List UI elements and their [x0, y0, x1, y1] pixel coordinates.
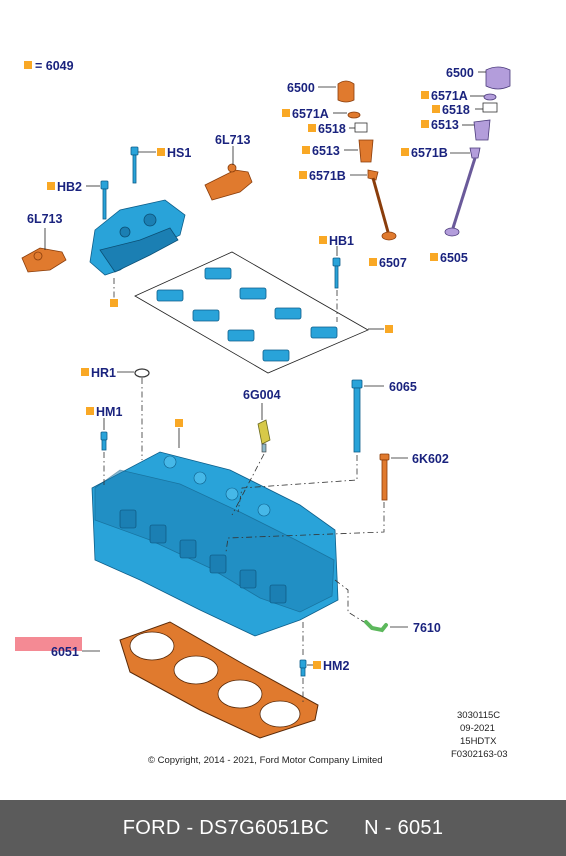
label-6507: 6507 [379, 256, 407, 270]
marker-head [175, 419, 183, 427]
footer-bar: FORD - DS7G6051BC N - 6051 [0, 800, 566, 856]
stud-6k602 [379, 453, 390, 501]
label-hb1: HB1 [329, 234, 354, 248]
camshaft-carrier [89, 199, 186, 276]
label-7610: 7610 [413, 621, 441, 635]
label-hm1: HM1 [96, 405, 122, 419]
legend-marker [24, 61, 32, 69]
footer-spacer [329, 817, 364, 840]
meta-line-4: F0302163-03 [451, 749, 508, 760]
hm1-dowel [100, 431, 108, 451]
hb2-bolt [100, 180, 109, 220]
head-bolt-6065 [351, 379, 363, 453]
valve-train-left [337, 80, 397, 241]
exploded-parts-diagram: = 6049 HS1 6L713 HB2 6L713 [15, 59, 511, 766]
hr1-oring [134, 368, 150, 378]
label-6571b-left: 6571B [309, 169, 346, 183]
marker-carrier [110, 299, 118, 307]
meta-line-3: 15HDTX [460, 736, 497, 747]
label-6051: 6051 [51, 645, 79, 659]
copyright: © Copyright, 2014 - 2021, Ford Motor Com… [148, 755, 383, 766]
label-6571a-left: 6571A [292, 107, 329, 121]
label-6513-left: 6513 [312, 144, 340, 158]
label-6505: 6505 [440, 251, 468, 265]
label-hb2: HB2 [57, 180, 82, 194]
meta-line-1: 3030115C [457, 710, 500, 721]
label-6571b-right: 6571B [411, 146, 448, 160]
label-6065: 6065 [389, 380, 417, 394]
label-6g004: 6G004 [243, 388, 281, 402]
meta-line-2: 09-2021 [460, 723, 495, 734]
hb1-bolt [332, 257, 341, 289]
hm2-dowel [299, 659, 307, 677]
head-gasket-6051 [119, 621, 319, 739]
label-6513-right: 6513 [431, 118, 459, 132]
label-6518-left: 6518 [318, 122, 346, 136]
footer-ref: N - 6051 [364, 816, 444, 839]
label-6518-right: 6518 [442, 103, 470, 117]
label-6571a-right: 6571A [431, 89, 468, 103]
legend-text: = 6049 [35, 59, 74, 73]
highlight-6051 [15, 637, 82, 651]
label-6500-right: 6500 [446, 66, 474, 80]
footer-brand-part: FORD - DS7G6051BC [122, 816, 330, 839]
solenoid-6l713-left [21, 247, 67, 273]
label-6l713-right: 6L713 [215, 133, 250, 147]
bearing-caps-group [134, 251, 369, 374]
label-hm2: HM2 [323, 659, 349, 673]
solenoid-6l713-right [204, 163, 253, 201]
marker-caps [385, 325, 393, 333]
label-hs1: HS1 [167, 146, 191, 160]
cylinder-head [91, 451, 339, 637]
tube-7610 [364, 620, 388, 633]
label-6500-left: 6500 [287, 81, 315, 95]
label-6l713-left: 6L713 [27, 212, 62, 226]
valve-train-right [444, 66, 511, 237]
sensor-6g004 [257, 419, 271, 453]
label-hr1: HR1 [91, 366, 116, 380]
label-6k602: 6K602 [412, 452, 449, 466]
hs1-bolt [130, 146, 139, 184]
